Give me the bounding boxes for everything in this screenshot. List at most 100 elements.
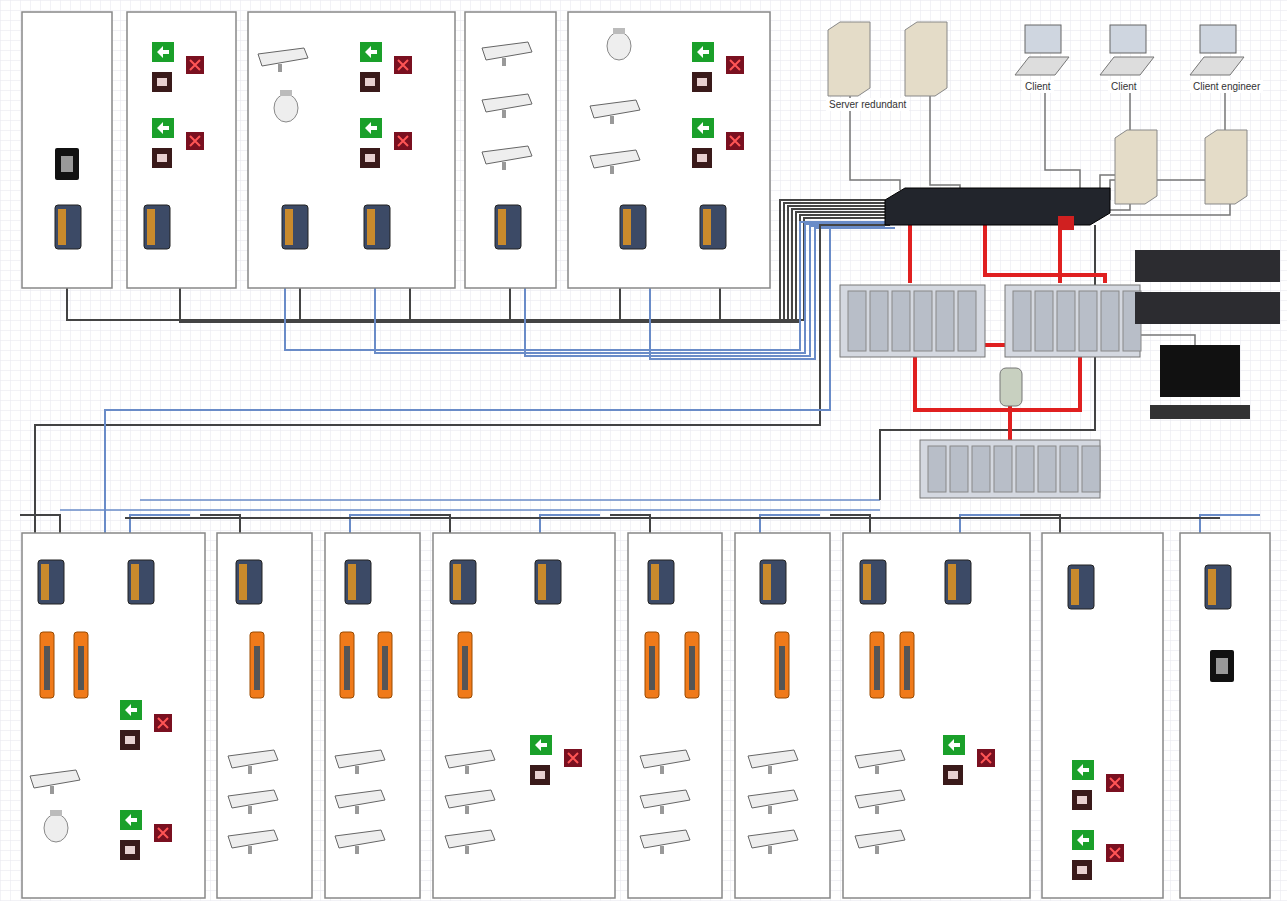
alarm-box [1110, 848, 1120, 858]
exit-sign [697, 46, 709, 58]
alarm-box [726, 132, 744, 150]
plc-module [972, 446, 990, 492]
exit-sign [943, 735, 965, 755]
alarm-box [398, 60, 408, 70]
alarm-box [1110, 778, 1120, 788]
exit-sign [692, 42, 714, 62]
alarm-box [726, 56, 744, 74]
detector-box [1072, 860, 1092, 880]
switch-icon [538, 564, 546, 600]
detector-box [948, 771, 958, 779]
camera-icon [445, 790, 495, 808]
camera-icon [445, 830, 495, 848]
camera-icon [768, 846, 772, 854]
switch-icon [41, 564, 49, 600]
io-module [40, 632, 54, 698]
exit-sign [360, 42, 382, 62]
io-module [904, 646, 910, 690]
detector-box [697, 154, 707, 162]
switch-icon [367, 209, 375, 245]
panel-icon [1210, 650, 1234, 682]
alarm-box [394, 56, 412, 74]
exit-sign [365, 46, 377, 58]
plc-module [892, 291, 910, 351]
switch-icon [948, 564, 956, 600]
switch-icon [364, 205, 390, 249]
camera-icon [248, 806, 252, 814]
io-module [344, 646, 350, 690]
exit-sign [1072, 830, 1094, 850]
alarm-box [398, 136, 408, 146]
exit-sign [120, 810, 142, 830]
pc-icon [1190, 57, 1244, 75]
exit-sign [535, 739, 547, 751]
detector-box [125, 736, 135, 744]
exit-sign [1072, 760, 1094, 780]
alarm-box [190, 60, 200, 70]
camera-icon [660, 806, 664, 814]
cable [930, 95, 960, 190]
ptz-camera [44, 814, 68, 842]
cabinet [217, 533, 312, 898]
switch-icon [623, 209, 631, 245]
switch-icon [1208, 569, 1216, 605]
ptz-camera [613, 28, 625, 34]
io-module [378, 632, 392, 698]
detector-box [365, 78, 375, 86]
plc-module [1057, 291, 1075, 351]
plc-module [994, 446, 1012, 492]
core-switch [1058, 216, 1074, 230]
server-icon [828, 22, 870, 96]
cabinet [1180, 533, 1270, 898]
exit-sign [1077, 764, 1089, 776]
camera-icon [640, 790, 690, 808]
switch-icon [648, 560, 674, 604]
exit-sign [152, 42, 174, 62]
switch-icon [236, 560, 262, 604]
cabinet [22, 533, 205, 898]
plc-module [958, 291, 976, 351]
switch-icon [1205, 565, 1231, 609]
keyboard-icon [1150, 405, 1250, 419]
core-switch [885, 188, 1110, 225]
io-module [870, 632, 884, 698]
switch-icon [863, 564, 871, 600]
detector-box [360, 148, 380, 168]
io-module [779, 646, 785, 690]
exit-sign [948, 739, 960, 751]
switch-icon [282, 205, 308, 249]
plc-module [1016, 446, 1034, 492]
io-module [649, 646, 655, 690]
camera-icon [228, 830, 278, 848]
detector-box [152, 72, 172, 92]
detector-box [365, 154, 375, 162]
exit-sign [125, 704, 137, 716]
plc-rack [920, 440, 1100, 498]
camera-icon [748, 790, 798, 808]
camera-icon [875, 806, 879, 814]
device-label: Client [1108, 80, 1140, 93]
camera-icon [248, 846, 252, 854]
label-text: Client engineer [1193, 81, 1260, 92]
io-module [462, 646, 468, 690]
server-icon [1115, 130, 1157, 204]
detector-box [157, 154, 167, 162]
switch-icon [144, 205, 170, 249]
cable [20, 515, 60, 533]
server-icon [905, 22, 947, 96]
switch-icon [58, 209, 66, 245]
camera-icon [465, 766, 469, 774]
switch-icon [703, 209, 711, 245]
label-text: Client [1025, 81, 1051, 92]
camera-icon [228, 790, 278, 808]
camera-icon [482, 94, 532, 112]
camera-icon [855, 790, 905, 808]
plc-module [870, 291, 888, 351]
detector-box [943, 765, 963, 785]
detector-box [697, 78, 707, 86]
io-module [74, 632, 88, 698]
io-module [78, 646, 84, 690]
camera-icon [640, 830, 690, 848]
exit-sign [692, 118, 714, 138]
